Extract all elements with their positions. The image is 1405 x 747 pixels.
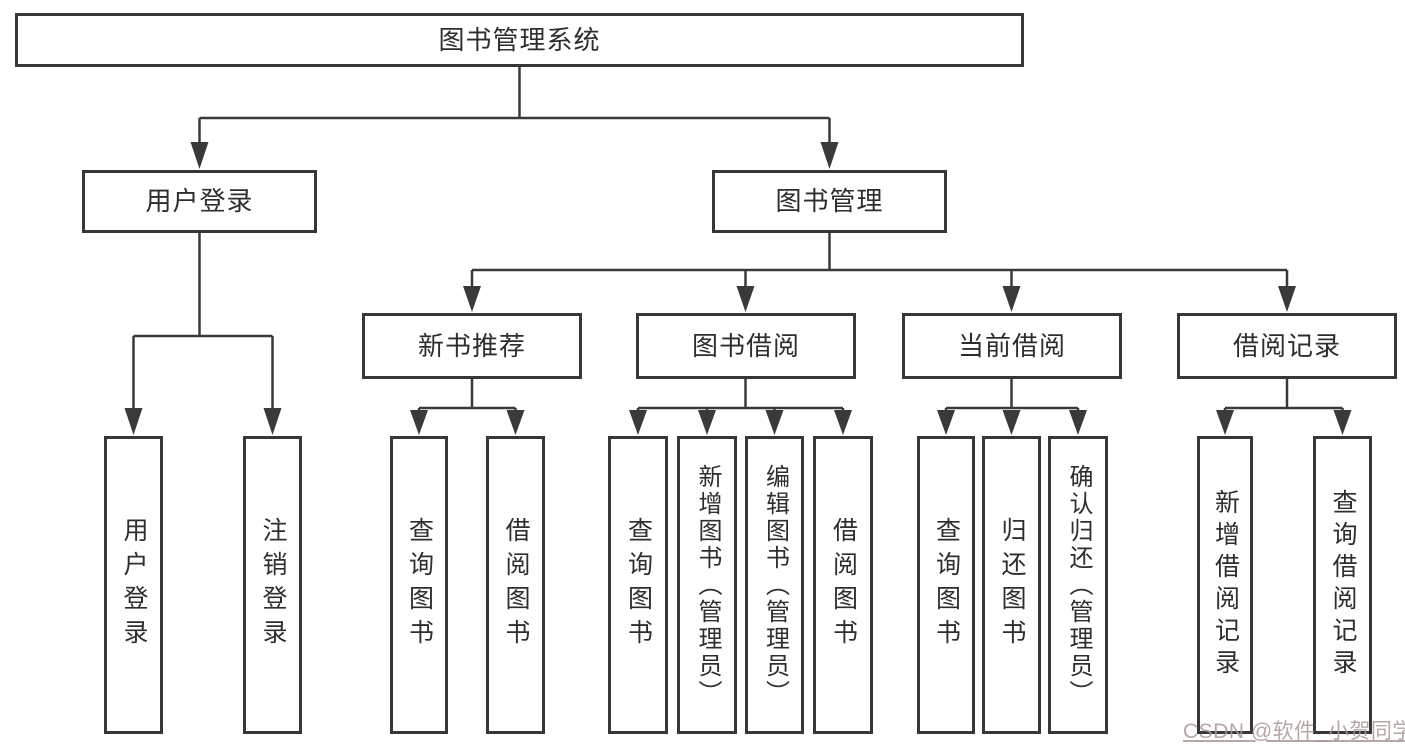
leaf-rec-borrow-books: 借阅图书	[486, 436, 545, 734]
connector-newbookrec-children	[410, 378, 525, 435]
connector-currentborrow-children	[937, 378, 1087, 435]
node-user-login: 用户登录	[82, 170, 317, 233]
connector-bookmgmt-to-level3	[463, 232, 1296, 312]
leaf-edit-books-admin: 编辑图书（管理员）	[745, 436, 804, 734]
leaf-logout: 注销登录	[243, 436, 302, 734]
node-current-borrowing: 当前借阅	[902, 313, 1122, 379]
leaf-query-borrow-record: 查询借阅记录	[1313, 436, 1372, 734]
leaf-add-books-admin: 新增图书（管理员）	[677, 436, 737, 734]
node-book-borrowing: 图书借阅	[636, 313, 856, 379]
leaf-borrow-books: 借阅图书	[813, 436, 873, 734]
csdn-watermark: CSDN @软件_小贺同学	[1183, 720, 1405, 743]
node-root: 图书管理系统	[15, 13, 1024, 67]
connector-bookborrow-children	[629, 378, 852, 435]
leaf-borrow-query-books: 查询图书	[608, 436, 668, 734]
leaf-rec-query-books: 查询图书	[390, 436, 448, 734]
leaf-add-borrow-record: 新增借阅记录	[1197, 436, 1253, 734]
connector-root-to-level2	[190, 65, 839, 169]
leaf-return-books: 归还图书	[982, 436, 1041, 734]
node-book-management: 图书管理	[712, 170, 947, 233]
node-borrowing-records: 借阅记录	[1177, 313, 1397, 379]
connector-login-children	[124, 232, 282, 435]
connector-borrowrecords-children	[1216, 378, 1352, 435]
leaf-current-query-books: 查询图书	[917, 436, 975, 734]
node-new-book-recommendation: 新书推荐	[362, 313, 582, 379]
leaf-confirm-return-admin: 确认归还（管理员）	[1048, 436, 1108, 734]
leaf-user-login: 用户登录	[104, 436, 163, 734]
